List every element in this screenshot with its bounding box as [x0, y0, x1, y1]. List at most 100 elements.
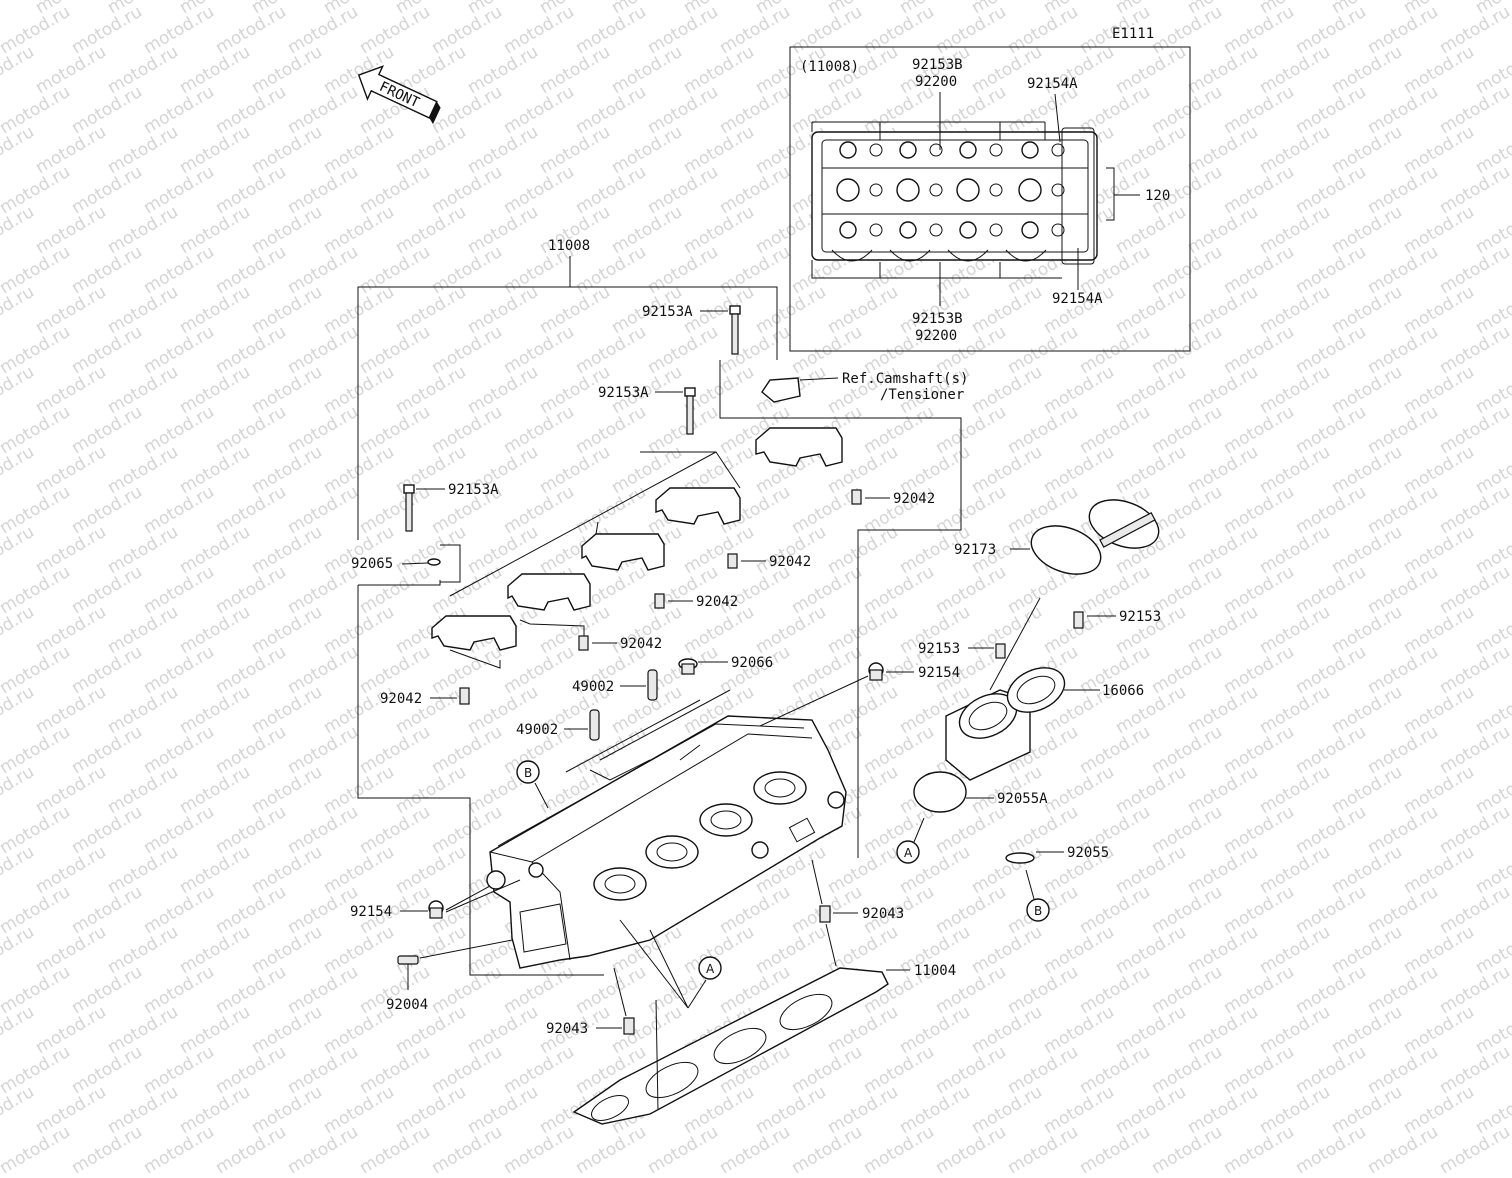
screw-92153-1: 92153 [1073, 609, 1161, 629]
label-11004: 11004 [914, 963, 956, 979]
label-92153b-bottom: 92153B [912, 311, 963, 327]
valve-hole [1021, 141, 1039, 159]
label-11008: 11008 [548, 238, 590, 254]
label-92173: 92173 [954, 542, 996, 558]
front-arrow-icon: FRONT [357, 65, 441, 125]
cylinder-head [486, 689, 847, 969]
group-frame: 11008 [357, 238, 962, 976]
bolt-92153a-1: 92153A [642, 304, 741, 355]
inset-top-view: (11008) 120 92153B 92200 92154A 92153B 9… [789, 46, 1191, 352]
svg-text:A: A [706, 962, 715, 976]
label-120: 120 [1145, 188, 1170, 204]
bolt-hole [1051, 143, 1065, 157]
label-92153-1: 92153 [1119, 609, 1161, 625]
oring-92055a: 92055A [913, 771, 1048, 813]
parts-diagram: E1111 FRONT (11008) 120 92153B 92200 921… [350, 26, 1191, 1125]
plug-92154-left: 92154 [350, 879, 521, 920]
valve-hole [836, 178, 860, 202]
label-92043-2: 92043 [546, 1021, 588, 1037]
tensioner-bracket: Ref.Camshaft(s) /Tensioner [761, 371, 968, 403]
label-92055a: 92055A [997, 791, 1048, 807]
valve-hole [1021, 221, 1039, 239]
valve-holes [836, 141, 1065, 239]
label-92153a-1: 92153A [642, 304, 693, 320]
mark-a-head: A [619, 919, 722, 1009]
ref-tensioner-label: /Tensioner [880, 387, 964, 403]
dowel-92043-2: 92043 [546, 967, 635, 1037]
label-92066: 92066 [731, 655, 773, 671]
cam-cap-3: 92042 [581, 533, 738, 610]
bolt-hole [989, 143, 1003, 157]
dowel-92043-1: 92043 [811, 859, 904, 967]
bolt-hole [929, 223, 943, 237]
cam-cap-1: 92042 [755, 427, 935, 507]
bolt-hole [869, 143, 883, 157]
cam-cap-4: 92042 [507, 573, 662, 652]
svg-text:A: A [904, 846, 913, 860]
valve-hole [839, 141, 857, 159]
pin-49002-2: 49002 [516, 709, 600, 741]
label-92042-4: 92042 [620, 636, 662, 652]
holder-16066: 16066 [945, 597, 1144, 781]
svg-text:B: B [524, 766, 532, 780]
svg-text:B: B [1034, 904, 1042, 918]
bolt-92153a-3: 92153A [403, 482, 499, 532]
label-92042-1: 92042 [893, 491, 935, 507]
valve-hole [896, 178, 920, 202]
bolt-hole [989, 183, 1003, 197]
label-92200-top: 92200 [915, 74, 957, 90]
label-92042-3: 92042 [696, 594, 738, 610]
inset-ref-label: (11008) [800, 59, 859, 75]
mark-b-head: B [516, 760, 549, 809]
label-92154-2: 92154 [350, 904, 392, 920]
label-92153b-top: 92153B [912, 57, 963, 73]
bolt-hole [1051, 183, 1065, 197]
bolt-hole [1051, 223, 1065, 237]
label-92042-2: 92042 [769, 554, 811, 570]
label-92154a-bottom: 92154A [1052, 291, 1103, 307]
diagram-code: E1111 [1112, 26, 1154, 42]
mark-a-oring: A [896, 817, 925, 864]
mark-b-oring: B [1025, 869, 1050, 922]
bolt-hole [869, 223, 883, 237]
washer-92065: 92065 [351, 556, 441, 572]
label-92153-2: 92153 [918, 641, 960, 657]
valve-hole [959, 221, 977, 239]
label-16066: 16066 [1102, 683, 1144, 699]
screw-92153-2: 92153 [918, 641, 1006, 659]
label-92065: 92065 [351, 556, 393, 572]
label-92153a-3: 92153A [448, 482, 499, 498]
pin-49002-1: 49002 [572, 669, 658, 701]
label-92154-1: 92154 [918, 665, 960, 681]
ref-camshaft-label: Ref.Camshaft(s) [842, 371, 968, 387]
label-92055: 92055 [1067, 845, 1109, 861]
label-92004: 92004 [386, 997, 428, 1013]
label-92200-bottom: 92200 [915, 328, 957, 344]
valve-hole [899, 141, 917, 159]
valve-hole [1018, 178, 1042, 202]
label-92043-1: 92043 [862, 906, 904, 922]
plug-92066: 92066 [678, 655, 773, 675]
cap-guide-lines [449, 451, 741, 669]
bolt-92153a-2: 92153A [598, 385, 696, 435]
bolt-hole [929, 143, 943, 157]
bolt-hole [929, 183, 943, 197]
label-49002-1: 49002 [572, 679, 614, 695]
cam-cap-5: 92042 [380, 615, 517, 707]
clamp-92173: 92173 [954, 499, 1160, 575]
valve-hole [956, 178, 980, 202]
valve-hole [899, 221, 917, 239]
oring-92055: 92055 [1005, 845, 1109, 864]
valve-hole [839, 221, 857, 239]
head-gasket-11004: 11004 [572, 963, 956, 1125]
valve-hole [959, 141, 977, 159]
plug-92154-right: 92154 [759, 662, 960, 727]
label-92153a-2: 92153A [598, 385, 649, 401]
cam-cap-2: 92042 [655, 487, 811, 570]
label-49002-2: 49002 [516, 722, 558, 738]
label-92154a-top: 92154A [1027, 76, 1078, 92]
bolt-hole [869, 183, 883, 197]
stud-92004: 92004 [386, 939, 513, 1013]
bolt-hole [989, 223, 1003, 237]
label-92042-5: 92042 [380, 691, 422, 707]
